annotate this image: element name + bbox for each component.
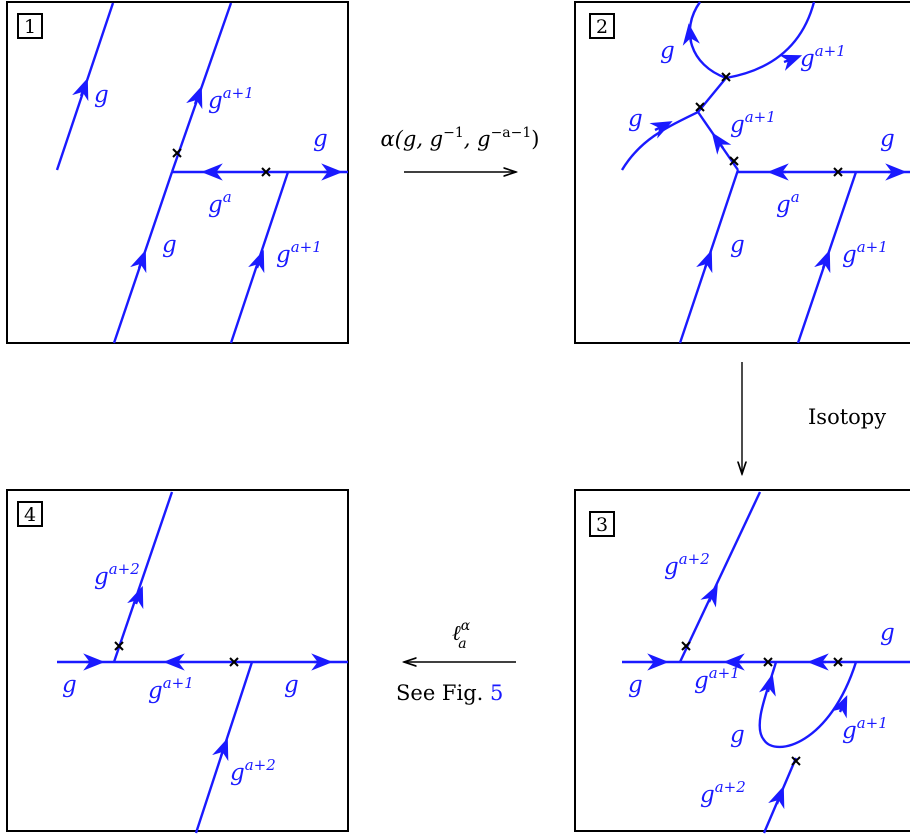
panel-4-label-2: g bbox=[62, 672, 77, 698]
panel-1-arrow-lower bbox=[130, 249, 147, 274]
panel-2-number-box bbox=[589, 13, 615, 39]
panel-2-label-8: ga+1 bbox=[842, 238, 888, 268]
panel-4-number-box bbox=[17, 501, 43, 527]
panel-1-number: 1 bbox=[24, 16, 36, 38]
panel-2-label-6: ga bbox=[776, 188, 800, 218]
see-fig-label: See Fig. 5 bbox=[396, 681, 503, 705]
panel-3-cross-3 bbox=[833, 657, 843, 667]
panel-4-cross-1 bbox=[114, 641, 124, 651]
panel-2-cross-3 bbox=[729, 156, 739, 166]
panel-4-number: 4 bbox=[24, 504, 36, 526]
panel-1-label-5: g bbox=[162, 232, 177, 258]
panel-1-label-3: g bbox=[313, 126, 328, 152]
panel-1-arrow-right bbox=[248, 249, 265, 274]
panel-3-wire-lower bbox=[762, 757, 798, 834]
panel-3-arrow-cup-right bbox=[830, 695, 848, 719]
panel-2-arrow-cap-left bbox=[682, 23, 700, 46]
panel-3-cross-1 bbox=[681, 641, 691, 651]
panel-1-label-4: ga bbox=[208, 188, 232, 218]
panel-2-arrow-left bbox=[649, 121, 673, 139]
panel-2-label-1: g bbox=[660, 38, 675, 64]
panel-2-cross-1 bbox=[721, 72, 731, 82]
panel-3-cross-2 bbox=[763, 657, 773, 667]
panel-1-label-2: ga+1 bbox=[208, 84, 254, 114]
panel-3-label-2: g bbox=[880, 620, 895, 646]
panel-3-label-3: g bbox=[628, 672, 643, 698]
panel-4-wire-upper bbox=[112, 491, 174, 663]
panel-2-arrow-lower bbox=[696, 249, 713, 274]
panel-3-number: 3 bbox=[596, 514, 608, 536]
panel-2-arrow-cap-right bbox=[778, 54, 803, 71]
panel-4: 4 ga+2 g ga+1 g ga+2 bbox=[6, 489, 349, 834]
arrow-2-to-3: Isotopy bbox=[742, 362, 886, 474]
panel-2-wire-cap bbox=[688, 1, 816, 80]
panel-3: 3 ga+2 g g ga+1 g ga+1 ga+2 bbox=[574, 489, 910, 834]
panel-3-cross-4 bbox=[791, 756, 801, 766]
panel-4-arrow-upper bbox=[127, 585, 144, 610]
panel-3-frame bbox=[574, 489, 910, 832]
panel-3-arrow-upper bbox=[700, 584, 718, 608]
panel-4-label-3: ga+1 bbox=[148, 674, 194, 704]
panel-3-label-7: ga+2 bbox=[700, 778, 746, 808]
panel-4-frame bbox=[6, 489, 349, 832]
panel-1-number-box bbox=[17, 13, 43, 39]
panel-2-label-5: g bbox=[880, 126, 895, 152]
panel-1-label-6: ga+1 bbox=[276, 238, 322, 268]
panel-4-arrow-lower bbox=[212, 737, 229, 762]
panel-1-cross-1 bbox=[172, 148, 182, 158]
panel-3-label-4: ga+1 bbox=[694, 664, 740, 694]
panel-1-label-1: g bbox=[94, 82, 109, 108]
panel-3-wire-upper bbox=[678, 491, 762, 663]
panel-4-label-1: ga+2 bbox=[94, 560, 140, 590]
panel-2-arrow-right bbox=[814, 249, 831, 274]
panel-2-frame bbox=[574, 1, 910, 344]
panel-3-arrow-cup-left bbox=[758, 673, 776, 697]
panel-2-number: 2 bbox=[596, 16, 608, 38]
panel-4-cross-2 bbox=[229, 657, 239, 667]
panel-2-label-2: ga+1 bbox=[800, 42, 846, 72]
panel-2-wire-mid bbox=[697, 77, 727, 113]
isotopy-label: Isotopy bbox=[808, 405, 886, 429]
panel-3-label-6: ga+1 bbox=[842, 714, 888, 744]
panel-4-label-4: g bbox=[284, 672, 299, 698]
panel-3-label-1: ga+2 bbox=[664, 550, 710, 580]
alpha-label: α(g, g−1, g−a−1) bbox=[381, 125, 540, 151]
panel-1-arrow-left bbox=[72, 77, 89, 102]
panel-3-arrow-lower bbox=[768, 785, 785, 810]
arrow-1-to-2: α(g, g−1, g−a−1) bbox=[381, 125, 540, 172]
panel-2-cross-2 bbox=[695, 102, 705, 112]
panel-4-label-5: ga+2 bbox=[230, 756, 276, 786]
panel-2-cross-4 bbox=[833, 167, 843, 177]
panel-3-number-box bbox=[589, 511, 615, 537]
panel-1: 1 g ga+1 g ga g ga+1 bbox=[6, 1, 349, 344]
panel-2-arrow-diag bbox=[711, 132, 732, 155]
panel-1-arrow-upper bbox=[186, 85, 203, 110]
panel-2-label-7: g bbox=[730, 232, 745, 258]
panel-4-wire-lower bbox=[194, 661, 254, 834]
panel-2: 2 g ga+1 g ga+1 g ga g ga+1 bbox=[574, 1, 910, 344]
panel-2-label-4: ga+1 bbox=[730, 108, 776, 138]
panel-3-label-5: g bbox=[730, 722, 745, 748]
panel-1-cross-2 bbox=[261, 167, 271, 177]
panel-2-label-3: g bbox=[628, 106, 643, 132]
